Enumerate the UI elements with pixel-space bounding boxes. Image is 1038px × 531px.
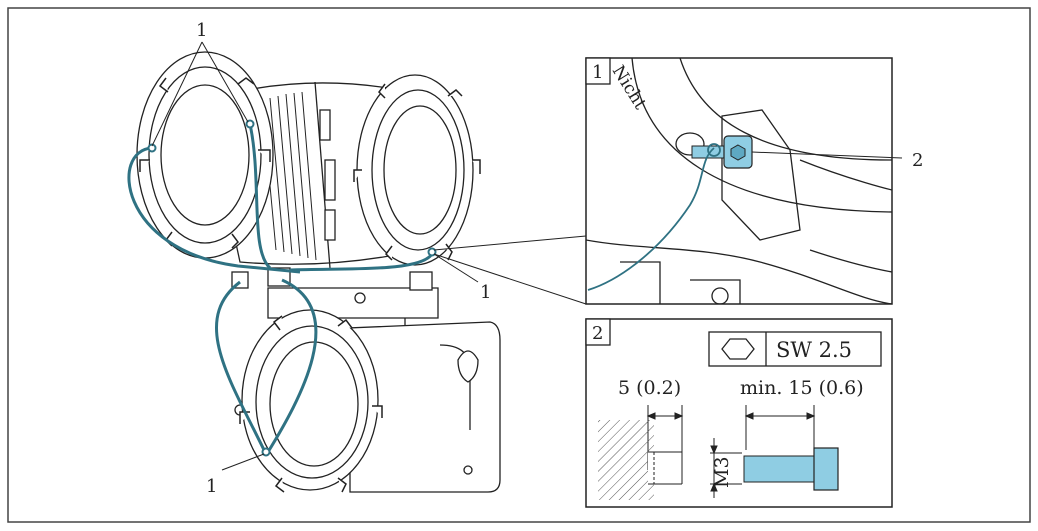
leader-lines: [151, 41, 587, 471]
wall-hatch: [598, 420, 654, 500]
detail-2-badge-text: 2: [592, 323, 603, 344]
bracket-right: [409, 271, 433, 291]
wrench-size-label: SW 2.5: [776, 338, 852, 362]
neck-screw: [354, 292, 366, 304]
detail-1-edge-3: [809, 249, 892, 273]
thread-label: M3: [711, 456, 733, 488]
cable-anchor-points: [147, 119, 437, 457]
detail-1-bracket-2: [690, 279, 741, 304]
length-label: min. 15 (0.6): [740, 377, 864, 399]
callout-1-bottom: 1: [206, 476, 217, 497]
detail-1-bracket: [620, 261, 661, 304]
detail-1-panel: Nicht 1: [585, 57, 903, 305]
cable-right-cover: [289, 252, 434, 272]
detail-2-badge: [585, 318, 611, 346]
depth-label: 5 (0.2): [618, 377, 681, 399]
hex-socket-icon: [730, 144, 746, 161]
cable-left-cover: [127, 146, 301, 274]
detail-1-badge-text: 1: [592, 62, 603, 83]
detail-2-panel: 2 SW 2.5 5 (0.2) min. 15 (0.6) M3: [585, 318, 893, 508]
housing-tab: [324, 209, 336, 241]
detail-1-badge: [585, 57, 611, 85]
cable-left-cover-2: [248, 123, 272, 270]
cover-left-lugs: [139, 77, 271, 249]
cable-bottom-a: [214, 280, 267, 453]
callout-2: 2: [912, 150, 923, 171]
housing-tab: [319, 109, 331, 141]
detail-1-bracket-screw: [711, 287, 729, 304]
detail-1-housing-line: [586, 239, 892, 304]
detail-1-cover-inner: [679, 58, 892, 161]
housing-tab: [324, 159, 336, 201]
cable-bottom-b: [266, 278, 318, 453]
cover-right-lugs: [353, 83, 481, 261]
detail-1-bore: [675, 132, 705, 156]
securing-cables: [127, 123, 434, 453]
detail-1-lug: [721, 109, 801, 241]
cover-bottom-window: [269, 341, 359, 467]
detail-1-cable: [587, 147, 715, 291]
detail-1-cover-edge: [631, 58, 892, 213]
callout-1-top: 1: [196, 20, 207, 41]
detail-1-securing-screw: [587, 135, 753, 291]
bore-clear: [648, 452, 682, 484]
screw-side-view: [743, 447, 839, 491]
detail-1-cover-edge-2: [799, 159, 892, 191]
lower-screw: [463, 465, 473, 475]
cover-right-window: [383, 105, 457, 235]
leader-2: [751, 151, 903, 159]
hexagon-icon: [721, 338, 755, 360]
cover-bottom-lugs: [239, 315, 383, 493]
cover-left-window: [160, 84, 250, 226]
callout-1-right: 1: [480, 282, 491, 303]
keyhole-mark: [457, 350, 479, 383]
